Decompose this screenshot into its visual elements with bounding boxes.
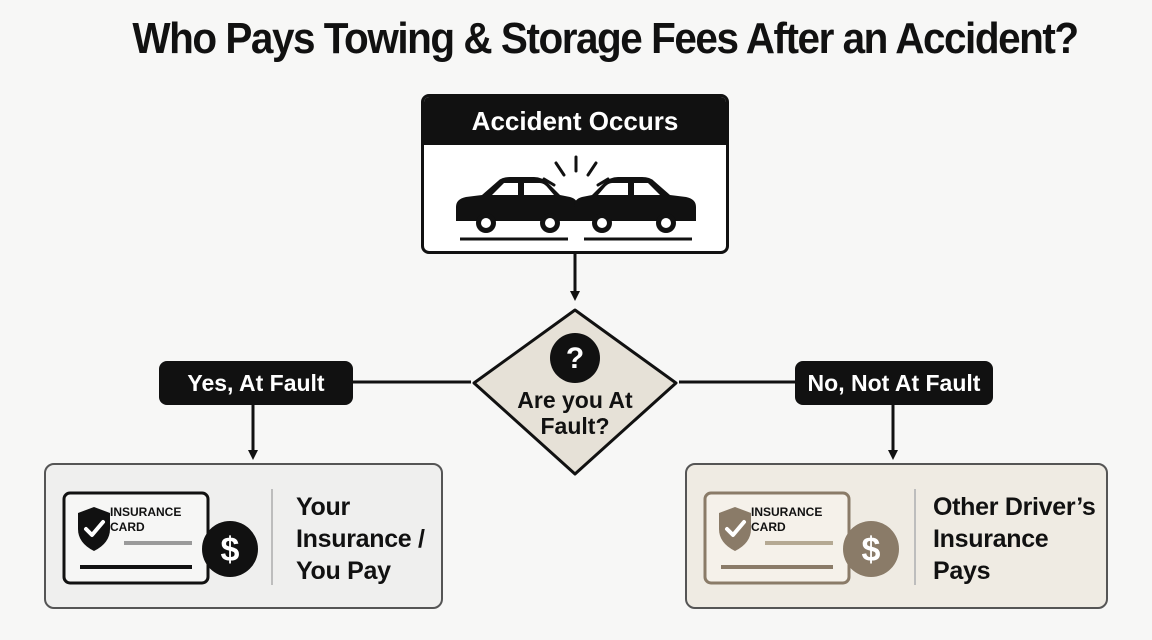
insurance-card-icon: $ — [703, 491, 899, 585]
dollar-icon: $ — [843, 521, 899, 577]
branch-label-yes: Yes, At Fault — [159, 361, 353, 405]
decision-node: ? — [472, 308, 678, 476]
svg-text:$: $ — [862, 531, 881, 569]
divider — [914, 489, 916, 585]
start-node: Accident Occurs — [421, 94, 729, 254]
card-label: INSURANCE CARD — [110, 505, 182, 534]
start-node-title: Accident Occurs — [424, 97, 726, 145]
card-label: INSURANCE CARD — [751, 505, 823, 534]
insurance-card-icon: $ — [62, 491, 258, 585]
outcome-not-at-fault: $ INSURANCE CARD Other Driver’s Insuranc… — [685, 463, 1108, 609]
shield-check-icon — [719, 507, 751, 551]
outcome-at-fault: $ INSURANCE CARD Your Insurance / You Pa… — [44, 463, 443, 609]
dollar-icon: $ — [202, 521, 258, 577]
branch-label-no: No, Not At Fault — [795, 361, 993, 405]
question-mark-icon: ? — [550, 333, 600, 383]
outcome-label: Your Insurance / You Pay — [296, 493, 425, 585]
outcome-label: Other Driver’s Insurance Pays — [933, 493, 1096, 585]
car-collision-icon — [456, 155, 696, 241]
page-title: Who Pays Towing & Storage Fees After an … — [132, 14, 1079, 63]
shield-check-icon — [78, 507, 110, 551]
decision-label: Are you At Fault? — [517, 387, 633, 439]
divider — [271, 489, 273, 585]
svg-text:?: ? — [566, 342, 584, 375]
svg-text:$: $ — [221, 531, 240, 569]
